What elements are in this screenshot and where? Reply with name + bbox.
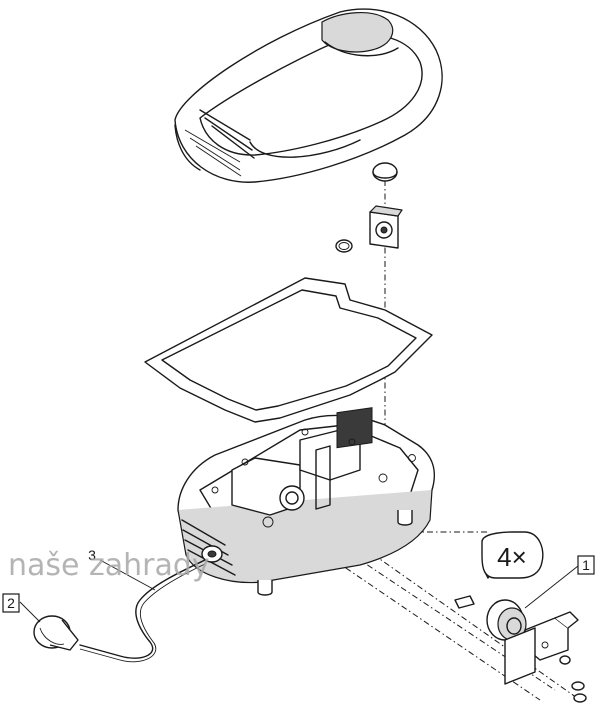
callout-2: 2: [2, 593, 20, 613]
rubber-cap: [372, 162, 398, 182]
power-plug: [33, 615, 79, 651]
leader-lines: [19, 559, 579, 623]
callout-1-text: 1: [582, 557, 590, 573]
small-screw-set: [454, 595, 587, 703]
power-cable: [79, 559, 206, 663]
housing-cover: [174, 8, 443, 183]
o-ring: [335, 239, 353, 253]
mounting-bracket: [504, 611, 579, 685]
valve-plate: [369, 205, 403, 249]
base-housing: [177, 407, 436, 596]
callout-3: 3: [88, 547, 96, 563]
callout-2-text: 2: [7, 595, 15, 611]
gasket: [144, 277, 433, 423]
quantity-text: 4×: [497, 542, 527, 572]
callout-1: 1: [577, 555, 595, 575]
quantity-bubble: 4×: [481, 531, 544, 579]
diaphragm-unit: [486, 599, 527, 641]
watermark-text: naše zahrady: [8, 548, 210, 583]
callout-3-text: 3: [88, 547, 96, 563]
